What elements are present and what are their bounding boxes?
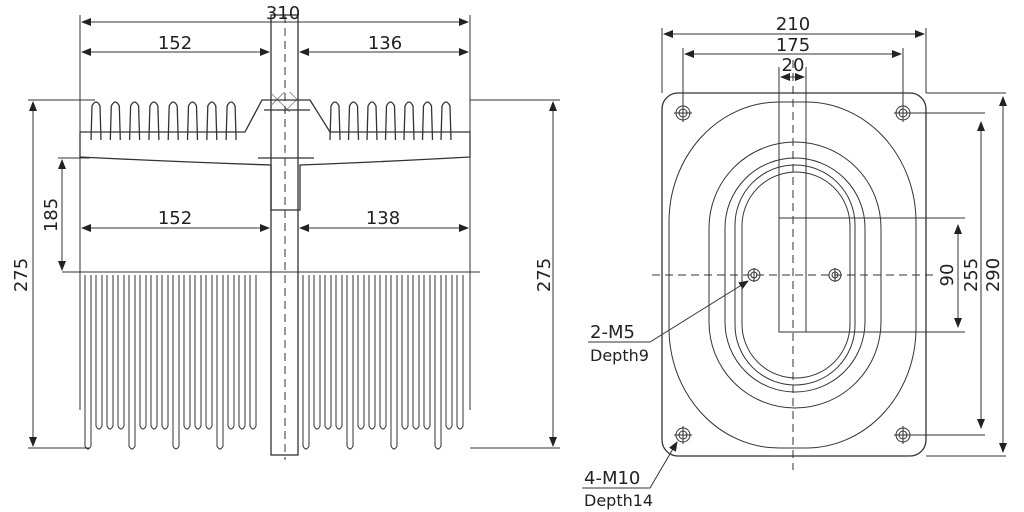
upper-shed-fin <box>109 101 121 141</box>
dim-lower-left-width: 152 <box>158 208 192 229</box>
upper-shed-fin <box>384 101 397 141</box>
dim-plate-height: 290 <box>983 258 1004 292</box>
lower-shed-fin <box>456 275 464 430</box>
lower-shed-fin <box>368 275 376 430</box>
lower-shed-fin <box>106 275 114 430</box>
lower-shed-fin <box>379 275 387 430</box>
m5-hole-icon <box>747 268 761 282</box>
lower-shed-fin <box>216 275 224 450</box>
lower-shed-fin <box>150 275 158 430</box>
m10-hole-icon <box>894 426 912 444</box>
lower-shed-fin <box>194 275 202 430</box>
lower-shed-fin <box>346 275 354 450</box>
lower-shed-fin <box>117 275 125 430</box>
upper-shed-fin <box>167 101 179 141</box>
lower-shed-fin <box>401 275 409 430</box>
label-large-thread: 4-M10 <box>584 468 640 489</box>
upper-shed-fin <box>366 101 378 141</box>
m10-hole-icon <box>674 426 692 444</box>
lower-shed-fin <box>227 275 235 430</box>
lower-sheds <box>84 275 464 450</box>
upper-shed-fin <box>225 101 237 141</box>
plan-view: 210 175 20 90 255 290 2-M5 Depth9 4-M10 … <box>582 14 1007 510</box>
dim-left-total-height: 275 <box>11 258 32 292</box>
label-small-depth: Depth9 <box>590 346 649 365</box>
m5-hole-icon <box>828 268 842 282</box>
dim-slot-height: 90 <box>937 264 958 287</box>
dim-slot-width: 20 <box>782 55 805 76</box>
dim-right-total-height: 275 <box>534 258 555 292</box>
upper-shed-fin <box>403 101 415 141</box>
lower-shed-fin <box>238 275 246 430</box>
m10-hole-icon <box>674 104 692 122</box>
lower-shed-fin <box>249 275 257 430</box>
lower-shed-fin <box>302 275 310 450</box>
upper-shed-fin <box>329 101 341 141</box>
upper-shed-fin <box>148 101 160 141</box>
dim-overall-width: 310 <box>266 3 300 24</box>
lower-shed-fin <box>357 275 365 430</box>
upper-shed-fin <box>90 101 102 141</box>
rod-top-hatch <box>272 92 297 112</box>
dim-plate-width: 210 <box>776 14 810 35</box>
lower-shed-fin <box>313 275 321 430</box>
dim-top-left-width: 152 <box>158 33 192 54</box>
lower-shed-fin <box>183 275 191 430</box>
lower-shed-fin <box>84 275 92 450</box>
dim-lower-right-width: 138 <box>366 208 400 229</box>
upper-shed-fin <box>186 101 199 141</box>
m10-hole-icon <box>894 104 912 122</box>
upper-shed-fin <box>440 101 452 141</box>
upper-shed-fin <box>128 101 141 141</box>
lower-shed-fin <box>95 275 103 430</box>
upper-shed-fin <box>347 101 360 141</box>
label-large-depth: Depth14 <box>584 491 653 510</box>
lower-shed-fin <box>423 275 431 430</box>
lower-shed-fin <box>434 275 442 450</box>
dim-top-right-width: 136 <box>368 33 402 54</box>
side-view: 310 152 136 152 138 185 275 275 <box>11 3 560 460</box>
lower-shed-fin <box>139 275 147 430</box>
lower-shed-fin <box>335 275 343 430</box>
lower-shed-fin <box>412 275 420 430</box>
dim-upper-height: 185 <box>41 198 62 232</box>
lower-shed-fin <box>324 275 332 430</box>
upper-sheds-hatched <box>90 101 452 141</box>
upper-shed-fin <box>206 101 218 141</box>
lower-shed-fin <box>128 275 136 450</box>
lower-shed-fin <box>172 275 180 450</box>
lower-shed-fin <box>205 275 213 430</box>
dim-hole-spacing-y: 255 <box>961 258 982 292</box>
label-small-thread: 2-M5 <box>590 322 635 343</box>
lower-shed-fin <box>445 275 453 430</box>
lower-shed-fin <box>161 275 169 430</box>
dim-hole-spacing-x: 175 <box>776 35 810 56</box>
upper-shed-fin <box>421 101 434 141</box>
lower-shed-fin <box>390 275 398 450</box>
